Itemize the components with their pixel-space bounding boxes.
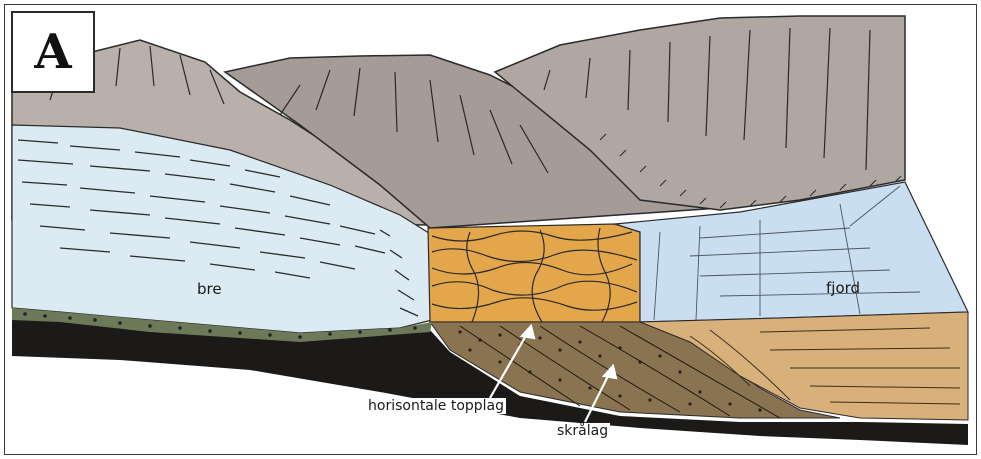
panel-letter-badge: A <box>11 11 95 93</box>
topset-label: horisontale topplag <box>366 398 506 414</box>
foreset-label: skrålag <box>555 423 610 439</box>
fjord-label: fjord <box>826 279 860 297</box>
glacier-label: bre <box>197 280 222 298</box>
